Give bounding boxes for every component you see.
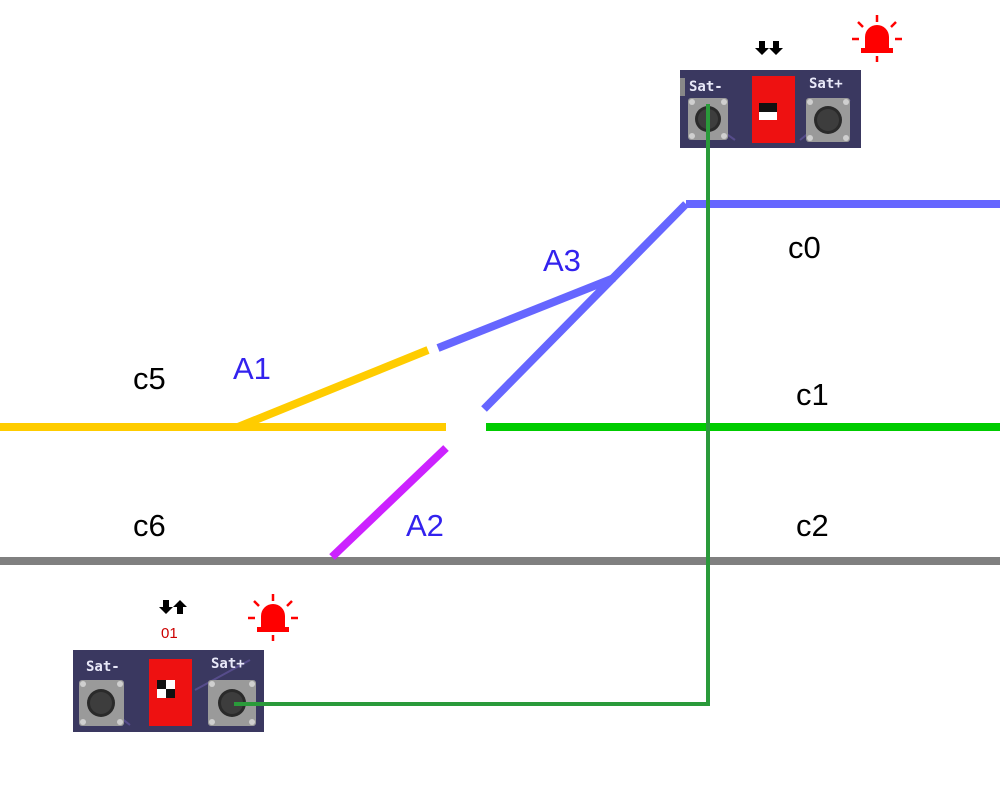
top-module: Sat- Sat+ <box>680 15 902 148</box>
track-c5-branch-a1 <box>236 346 430 431</box>
connection-wire <box>234 104 710 706</box>
track-a2-diagonal <box>329 445 449 560</box>
bottom-dip-code: 01 <box>161 625 178 642</box>
alarm-light-icon <box>852 15 902 62</box>
bottom-module: 01 Sat- Sat+ <box>73 594 298 732</box>
track-c6-c2 <box>0 445 1000 565</box>
top-sat-plus-label: Sat+ <box>809 76 843 92</box>
track-c5 <box>0 346 446 431</box>
top-dip-switch[interactable] <box>752 76 795 143</box>
bottom-dip-switch[interactable] <box>149 659 192 726</box>
bottom-sat-minus-label: Sat- <box>86 659 120 675</box>
top-sat-minus-label: Sat- <box>689 79 723 95</box>
top-sat-plus-button[interactable] <box>806 98 850 142</box>
bottom-sat-plus-button[interactable] <box>208 680 256 726</box>
label-c0: c0 <box>788 230 821 265</box>
label-a2: A2 <box>406 508 444 543</box>
track-c0 <box>436 200 1000 412</box>
down-up-arrow-icon <box>159 600 187 614</box>
label-c2: c2 <box>796 508 829 543</box>
label-c5: c5 <box>133 361 166 396</box>
track-a3-diagonal <box>481 201 689 412</box>
double-down-arrow-icon <box>755 41 783 55</box>
bottom-sat-plus-label: Sat+ <box>211 656 245 672</box>
label-c6: c6 <box>133 508 166 543</box>
top-sat-minus-button[interactable] <box>688 98 728 140</box>
track-a3-branch <box>436 274 616 352</box>
label-c1: c1 <box>796 377 829 412</box>
alarm-light-icon <box>248 594 298 641</box>
label-a3: A3 <box>543 243 581 278</box>
label-a1: A1 <box>233 351 271 386</box>
bottom-sat-minus-button[interactable] <box>79 680 124 726</box>
